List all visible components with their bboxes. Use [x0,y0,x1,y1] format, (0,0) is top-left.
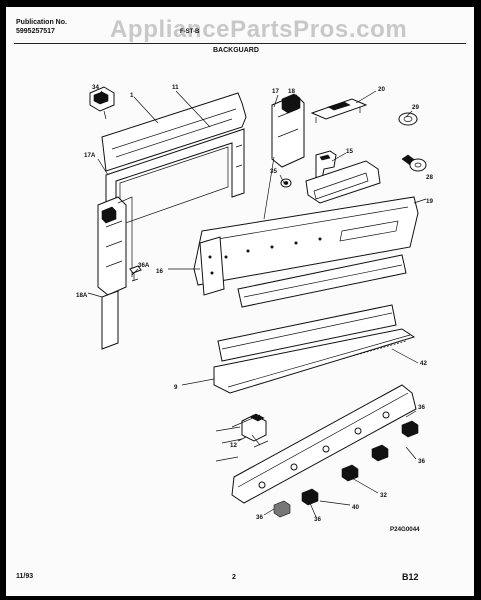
callout-label-35: 35 [270,168,277,175]
callout-label-18A: 18A [76,292,88,299]
callout-label-20: 20 [378,86,385,93]
callout-label-36A: 36A [138,262,150,269]
header-rule [14,43,466,44]
part-36a-bracket [129,265,142,282]
callout-label-18: 18 [288,88,295,95]
callout-label-17A: 17A [84,152,96,159]
right-end-cap [263,93,305,220]
callout-label-9: 9 [174,384,178,391]
callout-label-17: 17 [272,88,279,95]
callout-label-15: 15 [346,148,353,155]
callout-label-42: 42 [420,360,427,367]
part-12-switch [241,413,267,446]
revision-date: 11/93 [16,573,34,580]
callout-label-12: 12 [230,442,237,449]
left-end-cap [97,196,133,350]
callout-label-16: 16 [156,268,163,275]
page-code: B12 [402,572,419,582]
callout-label-19: 19 [426,198,433,205]
section-title: BACKGUARD [213,47,259,54]
callout-label-29: 29 [412,104,419,111]
part-34-clip [89,86,115,120]
publication-label: Publication No. [16,19,67,26]
part-9-deflector [213,328,416,394]
page-number: 2 [232,574,236,581]
callout-label-32: 32 [380,492,387,499]
leader-lines [87,90,427,518]
exploded-view-drawing: 3411117A18A36A16171820291535281942912363… [76,84,433,533]
control-panel-trim [237,254,407,308]
part-36-knob-set [273,420,419,518]
watermark-text: AppliancePartsPros.com [110,16,408,43]
callout-label-1: 1 [130,92,134,99]
part-16-end-panel [199,236,225,296]
callout-label-36-d: 36 [314,516,321,523]
callout-label-40: 40 [352,504,359,511]
callout-label-36-b: 36 [418,458,425,465]
drawing-code: P24G0044 [390,526,420,533]
part-19-display-panel [305,160,381,204]
model-code: F-ST-B [180,29,200,35]
callout-label-28: 28 [426,174,433,181]
callout-label-34: 34 [92,84,99,91]
part-15-clip [315,150,337,180]
part-28-socket [401,154,427,172]
part-29-clock-knob [398,112,418,126]
callout-label-36-a: 36 [418,404,425,411]
callout-label-11: 11 [172,84,179,91]
part-40-manifold-panel [215,384,417,504]
diagram-sheet: AppliancePartsPros.com Publication No. 5… [6,7,474,596]
publication-number: 5995257517 [16,28,55,35]
part-20-clock-bracket [310,98,368,123]
callout-label-36-c: 36 [256,514,263,521]
